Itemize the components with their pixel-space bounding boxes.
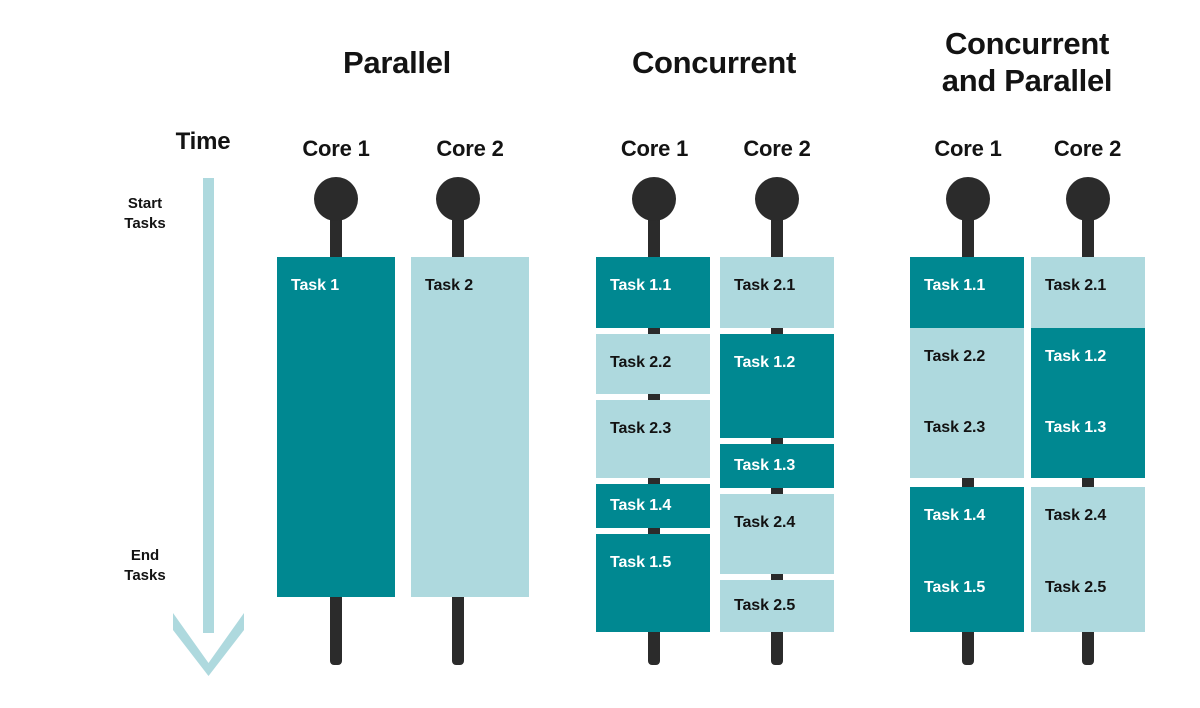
task-label: Task 2.5 — [734, 597, 796, 614]
task-block: Task 2 — [411, 257, 529, 597]
panel-title-line1: Concurrent — [944, 26, 1110, 61]
task-label: Task 2.5 — [1045, 579, 1107, 596]
task-block: Task 1.1 — [596, 257, 710, 328]
core-dot-parallel-core-2 — [436, 177, 480, 221]
task-block: Task 1.3 — [720, 444, 834, 488]
task-block: Task 1.4 — [596, 484, 710, 528]
task-block: Task 1.5 — [596, 534, 710, 632]
time-end-label-line1: End — [130, 547, 160, 564]
task-label: Task 1.1 — [610, 277, 672, 294]
task-label: Task 2.1 — [1045, 277, 1107, 294]
task-label: Task 1 — [291, 277, 340, 294]
task-block: Task 1 — [277, 257, 395, 597]
task-label: Task 1.4 — [610, 497, 672, 514]
core-label-concurrent-core-2: Core 2 — [743, 136, 811, 161]
task-label: Task 2.2 — [924, 348, 986, 365]
task-block: Task 2.3 — [596, 400, 710, 478]
time-end-label: End Tasks — [95, 546, 195, 587]
core-label-parallel-core-1: Core 1 — [302, 136, 370, 161]
time-axis-title: Time — [175, 128, 231, 155]
task-block: Task 1.4 — [910, 487, 1024, 559]
core-label-concurrent-and-parallel-core-2: Core 2 — [1053, 136, 1122, 161]
core-label-concurrent-and-parallel-core-1: Core 1 — [934, 136, 1002, 161]
task-block: Task 2.1 — [720, 257, 834, 328]
task-label: Task 2.4 — [734, 514, 796, 531]
task-block: Task 2.5 — [720, 580, 834, 632]
task-block: Task 2.5 — [1031, 559, 1145, 632]
time-start-label: Start Tasks — [95, 194, 195, 235]
task-label: Task 1.3 — [1045, 419, 1107, 436]
task-label: Task 1.5 — [610, 554, 672, 571]
task-block: Task 2.4 — [1031, 487, 1145, 559]
task-block: Task 2.2 — [910, 328, 1024, 399]
task-block: Task 1.1 — [910, 257, 1024, 328]
task-label: Task 1.4 — [924, 507, 986, 524]
time-end-label-line2: Tasks — [124, 567, 166, 585]
task-block: Task 2.1 — [1031, 257, 1145, 328]
task-block: Task 1.5 — [910, 559, 1024, 632]
core-dot-concurrent-and-parallel-core-1 — [946, 177, 990, 221]
task-label: Task 2 — [425, 277, 474, 294]
task-block: Task 2.3 — [910, 399, 1024, 478]
task-block: Task 1.3 — [1031, 399, 1145, 478]
task-label: Task 2.3 — [610, 420, 672, 437]
core-dot-concurrent-core-1 — [632, 177, 676, 221]
panel-title-concurrent-and-parallel: Concurrent and Parallel — [897, 26, 1157, 99]
task-label: Task 2.2 — [610, 354, 672, 371]
panel-title-line2: and Parallel — [941, 62, 1113, 98]
core-dot-concurrent-and-parallel-core-2 — [1066, 177, 1110, 221]
task-block: Task 1.2 — [720, 334, 834, 438]
time-start-label-line2: Tasks — [124, 215, 166, 233]
task-label: Task 2.4 — [1045, 507, 1107, 524]
panel-title-concurrent: Concurrent — [631, 45, 797, 80]
time-start-label-line1: Start — [127, 195, 163, 212]
core-label-concurrent-core-1: Core 1 — [620, 136, 689, 161]
core-label-parallel-core-2: Core 2 — [436, 136, 504, 161]
task-label: Task 1.1 — [924, 277, 986, 294]
task-label: Task 1.2 — [734, 354, 796, 371]
task-block: Task 1.2 — [1031, 328, 1145, 399]
task-label: Task 1.3 — [734, 457, 796, 474]
task-label: Task 2.3 — [924, 419, 986, 436]
task-label: Task 1.2 — [1045, 348, 1107, 365]
task-block: Task 2.2 — [596, 334, 710, 394]
task-label: Task 2.1 — [734, 277, 796, 294]
panel-title-parallel: Parallel — [343, 45, 451, 80]
time-arrow-shaft — [203, 178, 214, 633]
core-dot-concurrent-core-2 — [755, 177, 799, 221]
core-dot-parallel-core-1 — [314, 177, 358, 221]
task-block: Task 2.4 — [720, 494, 834, 574]
task-label: Task 1.5 — [924, 579, 986, 596]
